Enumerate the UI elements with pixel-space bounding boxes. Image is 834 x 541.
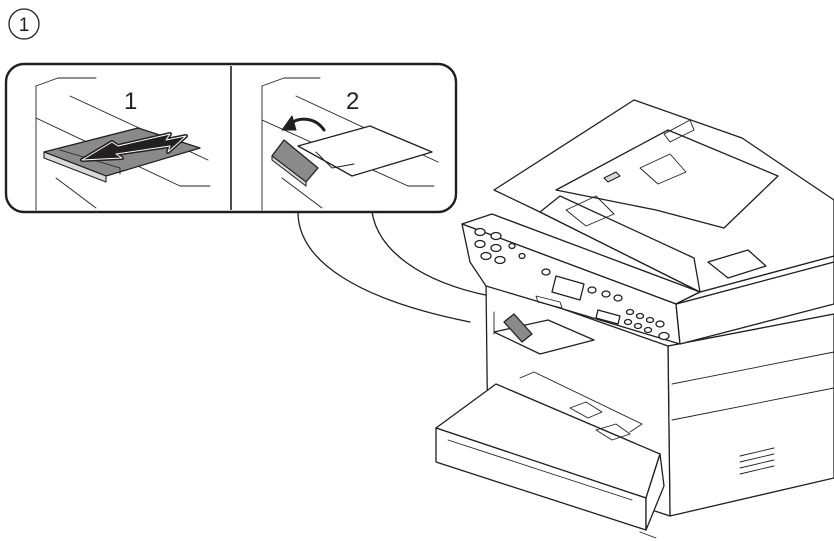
function-key-1 xyxy=(601,290,611,298)
feeder-front xyxy=(539,195,701,293)
one-touch-key-2 xyxy=(490,231,502,241)
function-key-2 xyxy=(613,294,623,302)
numeric-key-6 xyxy=(643,326,653,334)
indicator-2 xyxy=(518,252,526,260)
printer-side-seam-2 xyxy=(671,387,834,421)
numeric-key-3 xyxy=(645,316,655,324)
panel-2-paper-tray xyxy=(297,125,433,177)
panel-2-stopper-edge xyxy=(271,155,307,187)
vent-slats xyxy=(739,447,775,475)
panel-1-stopper-groove xyxy=(59,149,121,175)
numeric-key-4 xyxy=(623,318,633,326)
feeder-cover-hinge xyxy=(663,119,695,143)
printer-side-seam-1 xyxy=(671,351,834,385)
pull-arrow-icon xyxy=(81,133,187,161)
one-touch-key-1 xyxy=(474,227,486,237)
callout-panel-2: 2 xyxy=(261,77,439,211)
cassette-paper-stack xyxy=(519,371,643,433)
leader-curve-outer xyxy=(297,211,471,323)
callout-panel-1: 1 xyxy=(35,77,211,211)
output-tray-stopper xyxy=(503,313,533,343)
cassette-length-guide xyxy=(595,423,631,441)
indicator-1 xyxy=(508,242,516,250)
panel-1-output-edge-lower xyxy=(35,117,211,187)
panel-2-tray-notch xyxy=(315,151,355,169)
one-touch-key-3 xyxy=(474,239,486,249)
panel-2-top-edge xyxy=(261,77,321,87)
numeric-key-2 xyxy=(635,312,645,320)
callout-leader xyxy=(297,211,491,323)
printer-body-side xyxy=(667,313,834,517)
panel-1-base-edge xyxy=(55,177,97,209)
leader-curve-inner xyxy=(371,211,491,297)
cassette-lip xyxy=(447,439,633,501)
panel-1-top-edge xyxy=(35,77,97,87)
numeric-key-5 xyxy=(633,322,643,330)
printer-body-seam xyxy=(667,313,834,347)
printer xyxy=(435,99,834,539)
numeric-key-1 xyxy=(625,308,635,316)
feeder-guide-right xyxy=(639,153,687,185)
panel-2-base-edge xyxy=(281,177,323,209)
step-marker: 1 xyxy=(8,8,40,40)
output-handle xyxy=(535,295,563,309)
callout-box: 1 2 xyxy=(4,62,458,214)
panel-1-stopper-front xyxy=(43,151,107,183)
panel-2-label: 2 xyxy=(346,88,359,115)
feeder-input-tray xyxy=(555,129,779,229)
panel-buttons xyxy=(474,227,670,341)
side-vent xyxy=(739,447,775,475)
feeder-guide-left xyxy=(565,195,615,227)
one-touch-key-6 xyxy=(494,255,506,265)
step-marker-number: 1 xyxy=(19,15,30,36)
feeder-latch xyxy=(603,171,621,183)
display-screen xyxy=(551,275,585,301)
cassette-side xyxy=(645,453,665,531)
ok-key xyxy=(587,286,597,294)
one-touch-key-5 xyxy=(480,251,492,261)
start-key xyxy=(658,331,670,341)
status-display xyxy=(595,309,621,325)
cassette-paper-guide xyxy=(569,401,603,419)
menu-key xyxy=(541,268,551,276)
document-stopper xyxy=(707,249,767,279)
cassette-foot xyxy=(639,531,657,539)
stop-key xyxy=(655,320,665,328)
step-marker-circle xyxy=(8,8,40,40)
panel-1-label: 1 xyxy=(124,88,137,115)
one-touch-key-4 xyxy=(490,243,502,253)
lift-arrow-icon xyxy=(281,115,297,131)
